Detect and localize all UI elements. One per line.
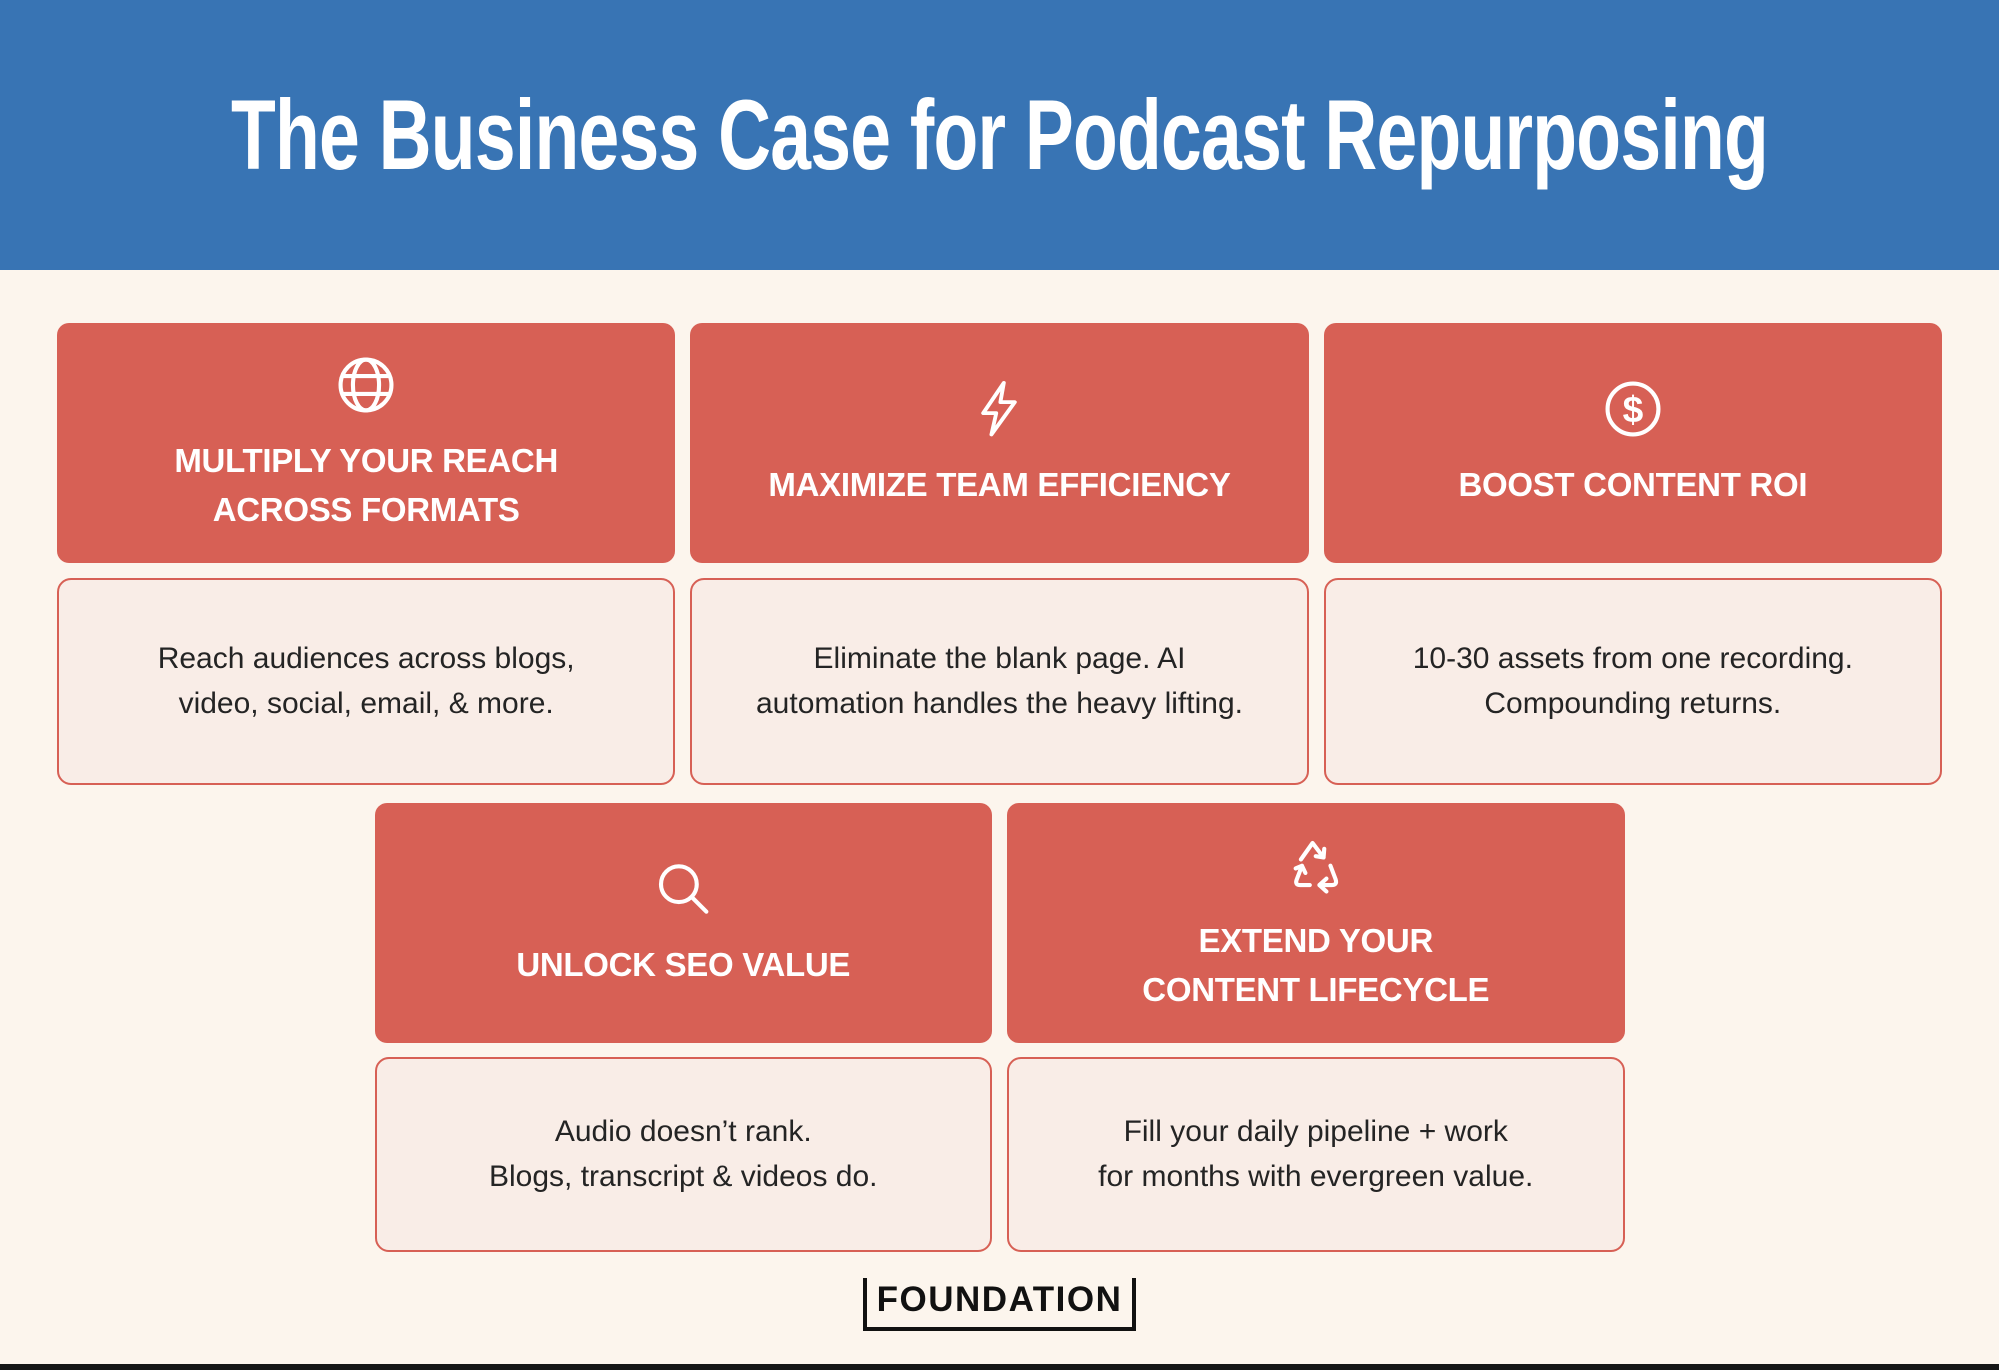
card-header: MAXIMIZE TEAM EFFICIENCY xyxy=(690,323,1309,563)
feature-card-team-efficiency: MAXIMIZE TEAM EFFICIENCY Eliminate the b… xyxy=(690,323,1309,785)
card-description: Fill your daily pipeline + work for mont… xyxy=(1098,1115,1534,1193)
card-description: Eliminate the blank page. AI automation … xyxy=(755,642,1243,720)
feature-card-seo-value: UNLOCK SEO VALUE Audio doesn’t rank. Blo… xyxy=(374,803,992,1252)
globe-icon xyxy=(333,352,399,418)
dollar-icon: $ xyxy=(1600,376,1666,442)
cards-grid-top: MULTIPLY YOUR REACH ACROSS FORMATS Reach… xyxy=(57,323,1942,785)
bottom-border-strip xyxy=(0,1364,1999,1370)
card-title: BOOST CONTENT ROI xyxy=(1458,466,1808,504)
card-description: Audio doesn’t rank. Blogs, transcript & … xyxy=(488,1115,878,1193)
card-description-box: Audio doesn’t rank. Blogs, transcript & … xyxy=(374,1057,992,1252)
cards-grid-bottom: UNLOCK SEO VALUE Audio doesn’t rank. Blo… xyxy=(374,803,1625,1252)
card-header: $ BOOST CONTENT ROI xyxy=(1323,323,1942,563)
card-header: UNLOCK SEO VALUE xyxy=(374,803,992,1043)
card-title: UNLOCK SEO VALUE xyxy=(516,946,851,984)
card-header: EXTEND YOUR CONTENT LIFECYCLE xyxy=(1007,803,1625,1043)
card-description-box: Fill your daily pipeline + work for mont… xyxy=(1007,1057,1625,1252)
card-description-box: Reach audiences across blogs, video, soc… xyxy=(57,578,676,785)
recycle-icon xyxy=(1283,832,1349,898)
footer: FOUNDATION xyxy=(0,1278,1999,1331)
feature-card-content-lifecycle: EXTEND YOUR CONTENT LIFECYCLE Fill your … xyxy=(1007,803,1625,1252)
lightning-icon xyxy=(966,376,1032,442)
card-title: EXTEND YOUR CONTENT LIFECYCLE xyxy=(1142,921,1490,1009)
foundation-logo: FOUNDATION xyxy=(862,1278,1137,1331)
header-banner: The Business Case for Podcast Repurposin… xyxy=(0,0,1999,270)
feature-card-multiply-reach: MULTIPLY YOUR REACH ACROSS FORMATS Reach… xyxy=(57,323,676,785)
search-icon xyxy=(650,856,716,922)
card-description: 10-30 assets from one recording. Compoun… xyxy=(1412,642,1853,720)
card-description: Reach audiences across blogs, video, soc… xyxy=(157,642,575,720)
card-description-box: 10-30 assets from one recording. Compoun… xyxy=(1323,578,1942,785)
card-title: MAXIMIZE TEAM EFFICIENCY xyxy=(768,466,1231,504)
svg-text:$: $ xyxy=(1622,388,1643,430)
card-description-box: Eliminate the blank page. AI automation … xyxy=(690,578,1309,785)
page-title: The Business Case for Podcast Repurposin… xyxy=(231,79,1769,190)
card-title: MULTIPLY YOUR REACH ACROSS FORMATS xyxy=(174,441,558,529)
feature-card-content-roi: $ BOOST CONTENT ROI 10-30 assets from on… xyxy=(1323,323,1942,785)
card-header: MULTIPLY YOUR REACH ACROSS FORMATS xyxy=(57,323,676,563)
